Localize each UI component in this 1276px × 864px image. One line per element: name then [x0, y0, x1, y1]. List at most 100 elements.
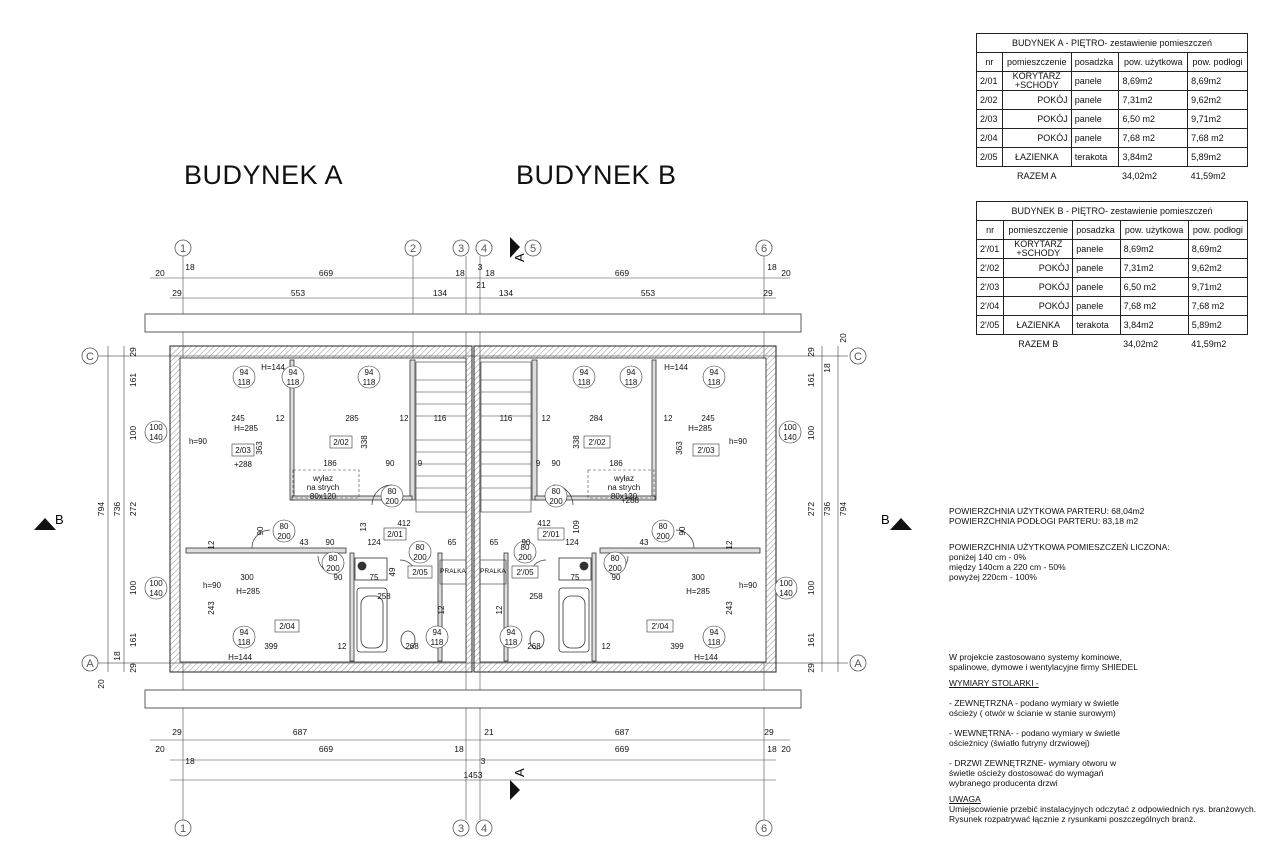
svg-text:100: 100: [783, 423, 797, 432]
building-a-title: BUDYNEK A: [184, 160, 344, 190]
svg-text:2'/01: 2'/01: [542, 530, 560, 539]
axis-label: C: [86, 351, 94, 363]
height-label: H=285: [686, 587, 710, 596]
room-tag: 2/03: [231, 443, 255, 457]
dimension-label: 268: [527, 642, 541, 651]
dimension-label: 18: [455, 268, 465, 278]
svg-text:94: 94: [289, 368, 298, 377]
dimension-label: 124: [565, 538, 579, 547]
dimension-label: 161: [128, 373, 138, 387]
dimension-label: 29: [128, 663, 138, 673]
note-line: W projekcie zastosowano systemy kominowe…: [949, 652, 1122, 662]
dimension-label: 20: [155, 744, 165, 754]
room-tag: 2'/02: [583, 435, 611, 449]
axis-label: 5: [530, 243, 536, 255]
dimension-label: 285: [345, 414, 359, 423]
dimension-label: 75: [571, 573, 580, 582]
dimension-label: 412: [397, 519, 411, 528]
dimension-label: 12: [437, 605, 446, 614]
dimension-label: 29: [128, 347, 138, 357]
dimension-label: 284: [589, 414, 603, 423]
table-header: pow. podłogi: [1187, 52, 1248, 72]
roof-eaves: [144, 313, 802, 709]
height-label: H=144: [694, 653, 718, 662]
table-caption: BUDYNEK A - PIĘTRO- zestawienie pomieszc…: [976, 33, 1248, 53]
dimension-label: 12: [602, 642, 611, 651]
dimension-label: 794: [96, 502, 106, 516]
axis-label: 6: [761, 823, 767, 835]
height-label: H=285: [236, 587, 260, 596]
dimension-label: 12: [725, 540, 734, 549]
dimension-label: 29: [172, 288, 182, 298]
dimension-label: 29: [763, 288, 773, 298]
dimension-label: 18: [767, 262, 777, 272]
dimension-label: 258: [529, 592, 543, 601]
dimension-label: 43: [640, 538, 649, 547]
dimension-label: 13: [359, 522, 368, 531]
svg-text:2/03: 2/03: [235, 446, 251, 455]
dimension-label: 43: [300, 538, 309, 547]
general-notes: W projekcie zastosowano systemy kominowe…: [949, 652, 1269, 824]
room-tag: 2/01: [383, 527, 407, 541]
dimension-label: 186: [323, 459, 337, 468]
svg-text:2/02: 2/02: [333, 438, 349, 447]
room-tag: 2/02: [329, 435, 353, 449]
svg-text:118: 118: [505, 638, 518, 647]
svg-text:2'/05: 2'/05: [516, 568, 534, 577]
walls-building-a: [169, 345, 473, 673]
axis-label: A: [854, 658, 862, 670]
hatch-label: na strych: [608, 483, 640, 492]
dimension-label: 243: [725, 601, 734, 615]
spot-level: +288: [234, 460, 253, 469]
dimension-label: 161: [806, 373, 816, 387]
room-tag: 2'/01: [537, 527, 565, 541]
axis-label: 1: [180, 823, 186, 835]
dimension-label: 300: [240, 573, 254, 582]
svg-text:2/04: 2/04: [279, 622, 295, 631]
svg-text:200: 200: [326, 564, 340, 573]
svg-text:80: 80: [416, 543, 425, 552]
axis-label: 4: [481, 823, 487, 835]
dimension-label: 186: [609, 459, 623, 468]
dimension-label: 20: [96, 679, 106, 689]
dimension-label: 12: [207, 540, 216, 549]
table-header: posadzka: [1072, 220, 1121, 240]
hatch-label: na strych: [307, 483, 339, 492]
dimension-label: 338: [572, 435, 581, 449]
dimension-label: 29: [172, 727, 182, 737]
svg-text:140: 140: [779, 589, 793, 598]
note-line: spalinowe, dymowe i wentylacyjne firmy S…: [949, 662, 1138, 672]
dimension-label: 399: [264, 642, 278, 651]
dimension-label: 65: [448, 538, 457, 547]
note-line: - WEWNĘTRNA- - podano wymiary w świetle: [949, 728, 1120, 738]
attic-hatch: [292, 469, 655, 499]
room-tag: 2'/04: [646, 619, 674, 633]
svg-text:140: 140: [149, 589, 163, 598]
hatch-label: wyłaz: [312, 474, 333, 483]
svg-text:118: 118: [238, 378, 251, 387]
dimension-label: 18: [185, 756, 195, 766]
svg-text:118: 118: [238, 638, 251, 647]
svg-text:2/01: 2/01: [387, 530, 403, 539]
dimension-label: 49: [388, 567, 397, 576]
dimension-label: 29: [764, 727, 774, 737]
dimension-label: 245: [231, 414, 245, 423]
svg-text:80: 80: [280, 522, 289, 531]
dimension-label: 338: [360, 435, 369, 449]
